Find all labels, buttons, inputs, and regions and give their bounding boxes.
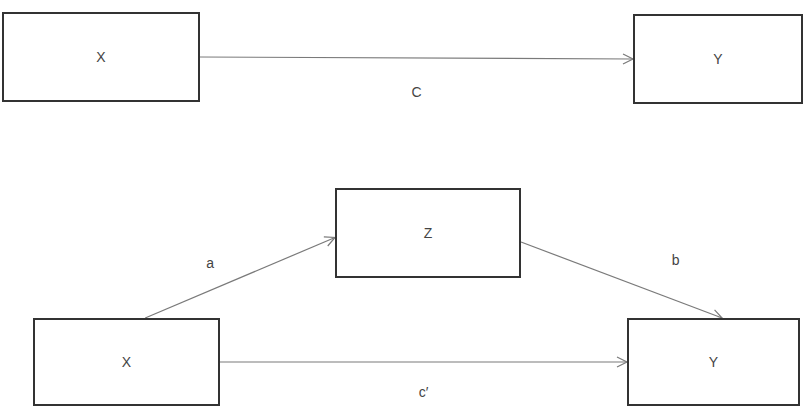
path-arrow xyxy=(145,238,335,319)
variable-name: Y xyxy=(713,51,722,68)
path-arrow xyxy=(200,57,633,59)
variable-name: X xyxy=(122,354,131,371)
variable-box: X xyxy=(2,12,200,102)
variable-name: Z xyxy=(424,225,433,242)
variable-box: Z xyxy=(335,188,521,278)
path-arrow xyxy=(220,361,627,362)
path-label: b xyxy=(669,252,683,269)
path-label: c′ xyxy=(416,384,432,401)
path-arrow xyxy=(521,242,722,318)
path-label: a xyxy=(203,255,217,272)
variable-name: Y xyxy=(709,354,718,371)
variable-name: X xyxy=(96,49,105,66)
variable-box: Y xyxy=(627,318,800,406)
variable-box: X xyxy=(33,318,220,406)
variable-box: Y xyxy=(633,14,803,104)
path-label: C xyxy=(408,84,424,101)
